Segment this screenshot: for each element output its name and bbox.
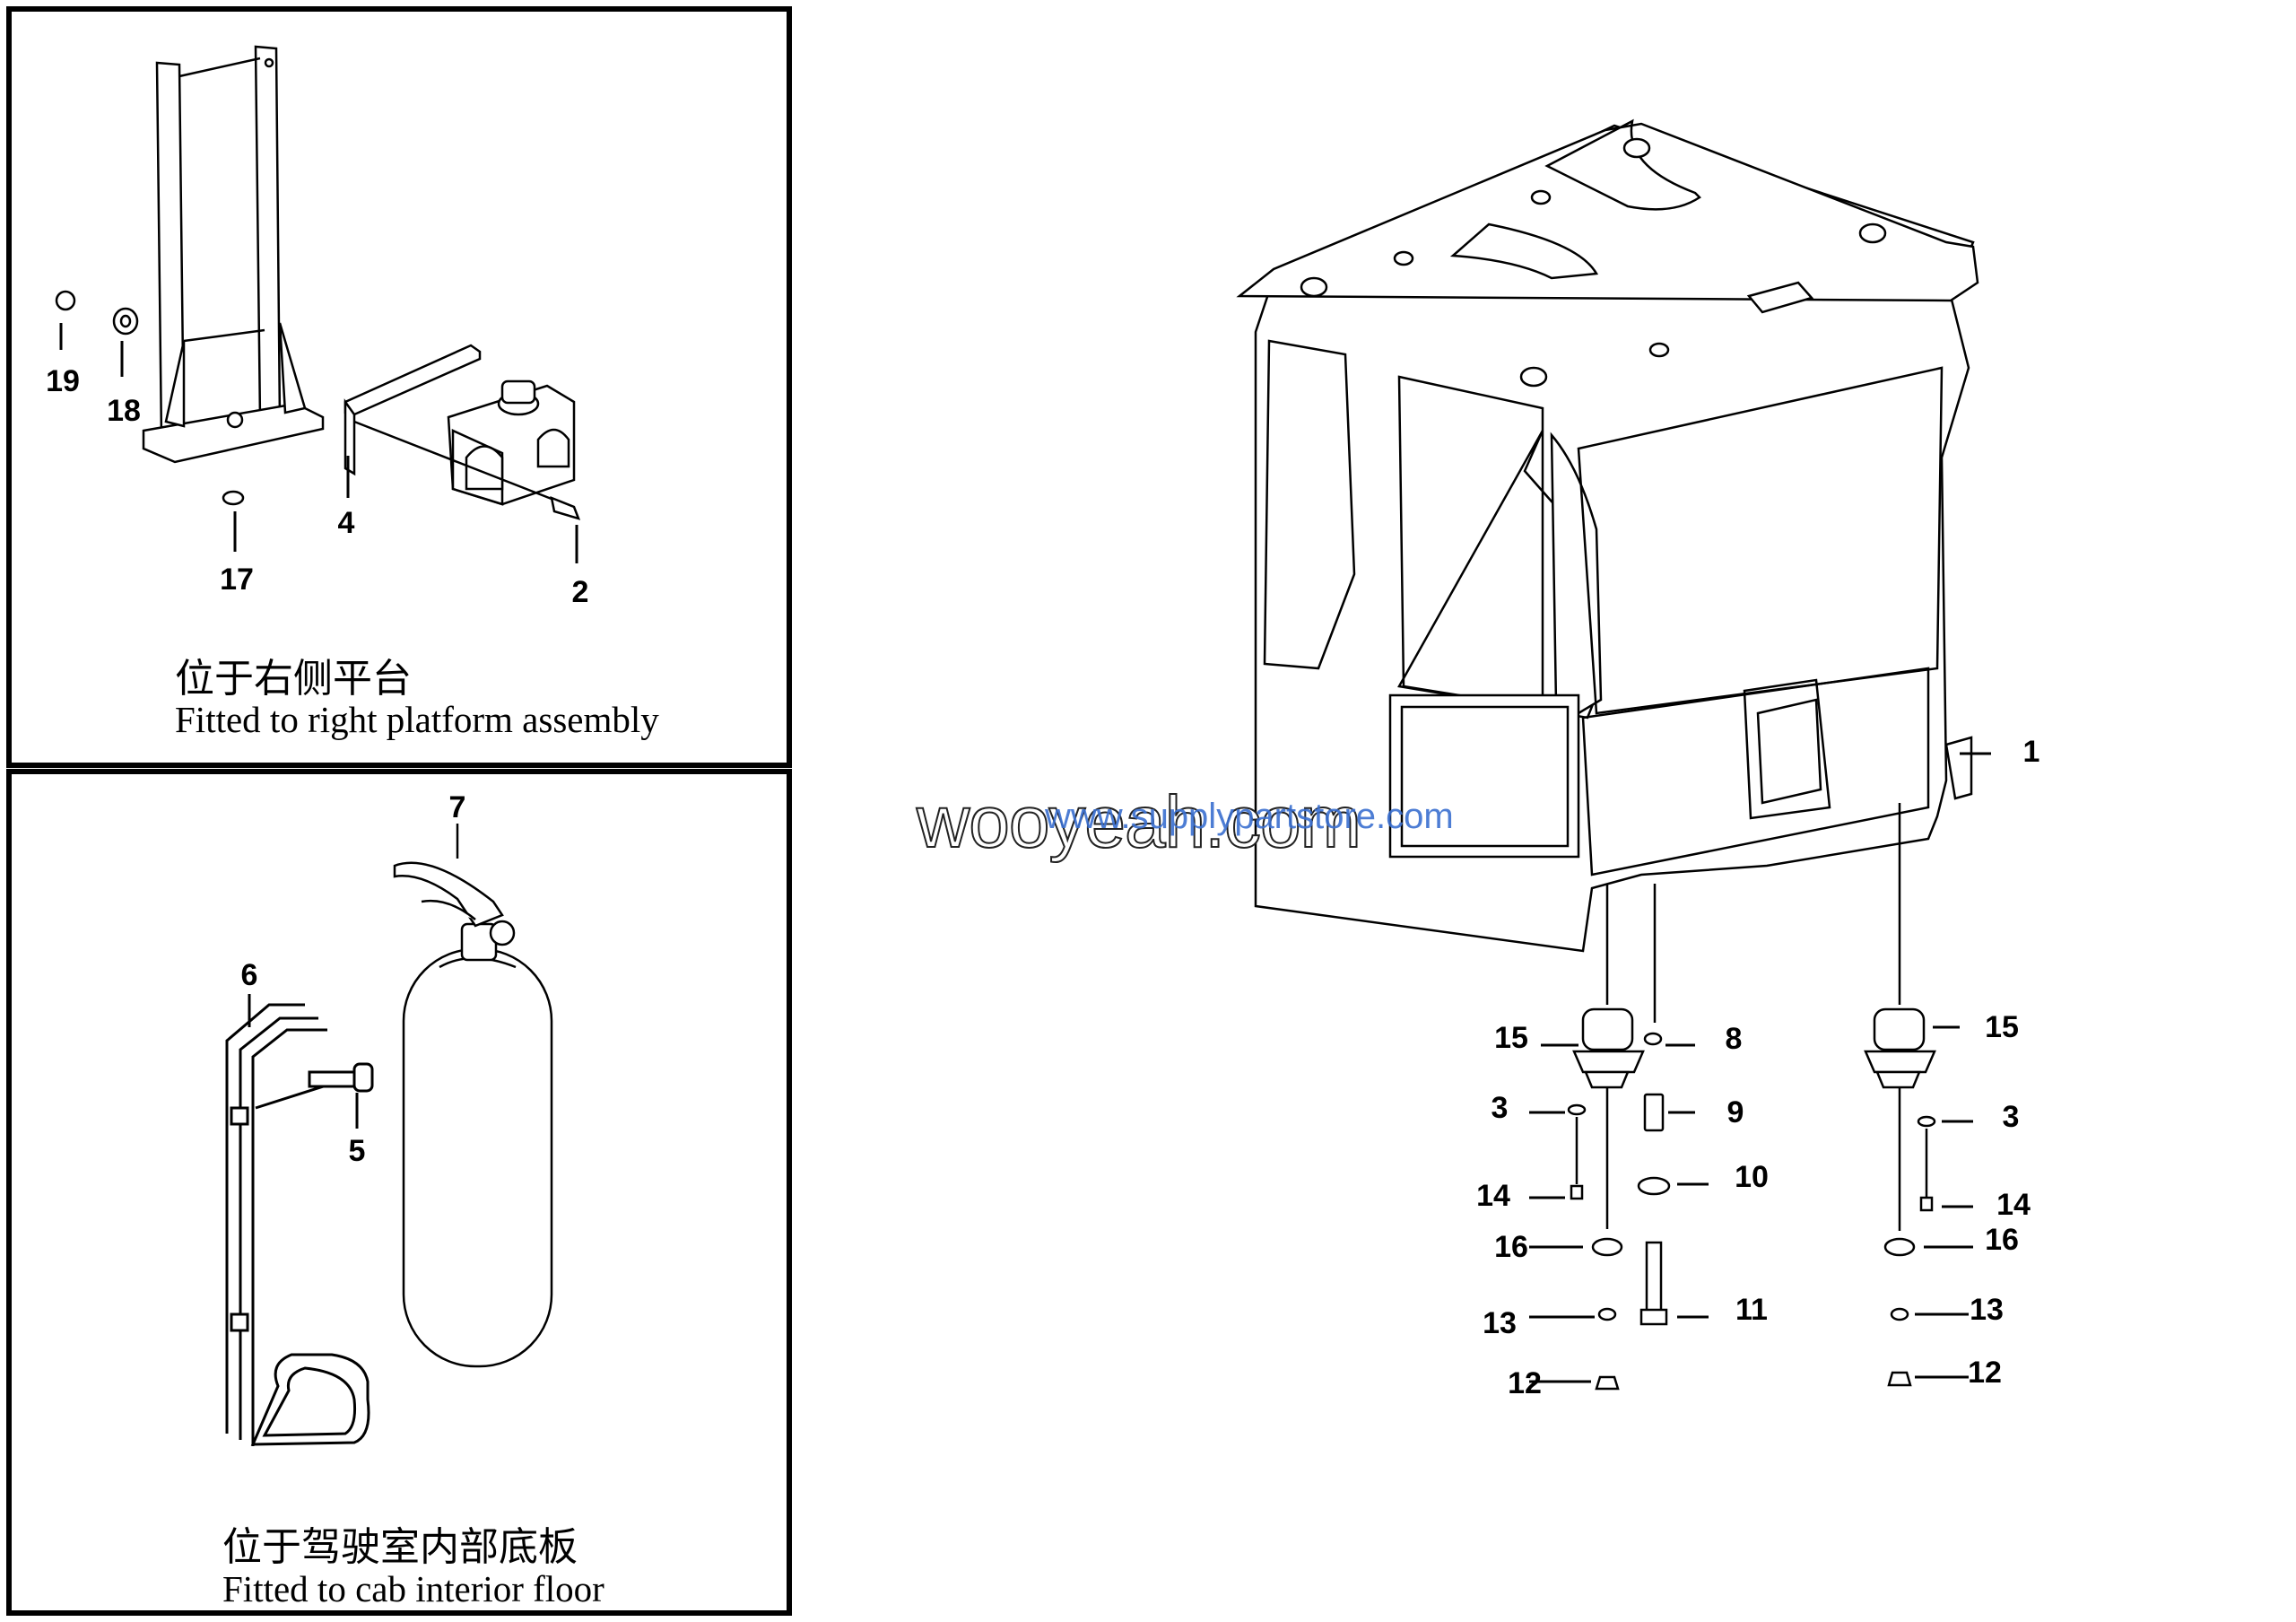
callout-17: 17	[220, 562, 254, 597]
callout-14-right: 14	[1996, 1188, 2031, 1222]
callout-10: 10	[1735, 1160, 1769, 1194]
panel-frame-floor	[6, 769, 792, 1616]
callout-15-left: 15	[1494, 1021, 1528, 1055]
extinguisher-drawing	[393, 824, 553, 1368]
mount-stack-left	[1567, 1007, 1671, 1391]
caption-floor-en: Fitted to cab interior floor	[222, 1568, 604, 1609]
holder-drawing	[225, 1003, 374, 1446]
panel-frame-platform	[6, 6, 792, 768]
callout-5: 5	[348, 1134, 366, 1168]
bracket-stand-drawing	[142, 45, 325, 464]
callout-14-left: 14	[1476, 1179, 1510, 1213]
caption-floor-zh: 位于驾驶室内部底板	[222, 1524, 578, 1570]
leader-lines-top	[59, 323, 578, 563]
callout-2: 2	[571, 575, 589, 609]
callout-1: 1	[2022, 735, 2040, 769]
callout-6: 6	[240, 958, 258, 992]
callout-19: 19	[46, 364, 80, 398]
reservoir-drawing	[55, 290, 581, 520]
leader-lines-right	[1529, 752, 1991, 1383]
callout-13-right: 13	[1970, 1293, 2004, 1327]
callout-12-right: 12	[1968, 1356, 2002, 1390]
watermark-url: www.supplypartstore.com	[1045, 797, 1454, 836]
callout-8: 8	[1725, 1022, 1743, 1056]
callout-3-right: 3	[2002, 1100, 2020, 1134]
watermark-logo: wooyeah.com	[916, 780, 1362, 864]
mount-stack-right	[1864, 1007, 1936, 1387]
caption-platform-en: Fitted to right platform assembly	[175, 699, 659, 740]
callout-7: 7	[448, 790, 466, 824]
cab-drawing	[1236, 118, 1979, 953]
callout-4: 4	[337, 506, 355, 540]
callout-12-left: 12	[1508, 1366, 1542, 1400]
callout-11: 11	[1735, 1293, 1768, 1327]
callout-16-left: 16	[1494, 1230, 1528, 1264]
callout-18: 18	[107, 394, 141, 428]
callout-15-right: 15	[1985, 1010, 2019, 1044]
leader-lines-bottom-left	[248, 994, 359, 1129]
cab-leader-lines	[1605, 803, 1901, 1023]
callout-13-left: 13	[1483, 1306, 1517, 1340]
caption-platform-zh: 位于右侧平台	[175, 656, 412, 702]
callout-9: 9	[1726, 1095, 1744, 1129]
callout-3-left: 3	[1491, 1091, 1509, 1125]
callout-16-right: 16	[1985, 1223, 2019, 1257]
